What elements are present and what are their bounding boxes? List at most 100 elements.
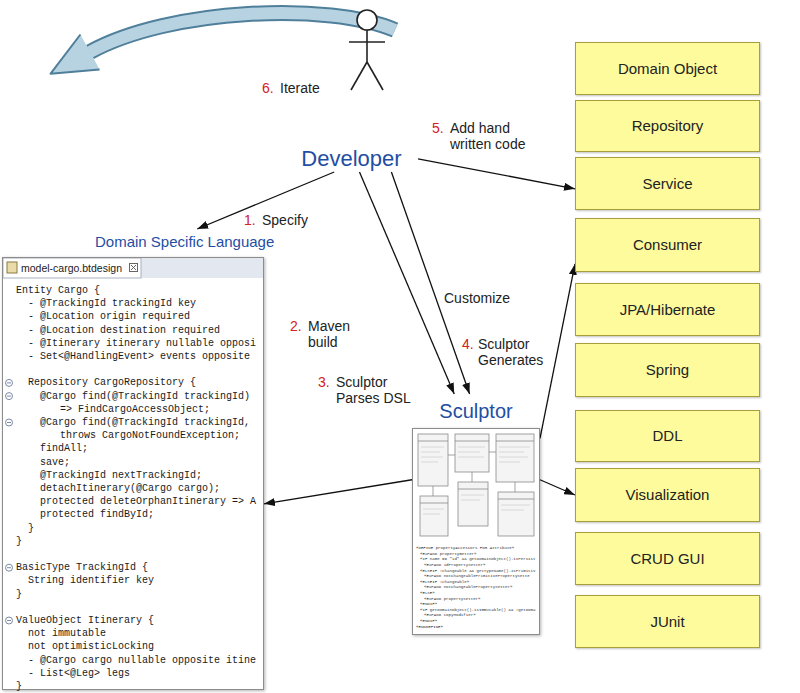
box-label: CRUD GUI	[630, 550, 704, 568]
code-line: @Cargo find(@TrackingId trackingId,	[40, 416, 250, 429]
iterate-arrowhead	[51, 35, 100, 74]
actor-name: Developer	[285, 146, 418, 172]
component-box: JPA/Hibernate	[575, 283, 760, 336]
code-line: - @Itinerary itinerary nullable opposi	[28, 337, 256, 350]
component-box: Spring	[575, 343, 760, 397]
connector-arrow	[391, 172, 469, 394]
template-code: «DEFINE propertyAccessors FOR Attribute»…	[416, 545, 538, 633]
box-label: Visualization	[626, 486, 710, 504]
code-line: - @Cargo cargo nullable opposite itine	[28, 654, 256, 667]
code-line: => FindCargoAccessObject;	[60, 403, 210, 416]
component-box: Repository	[575, 100, 760, 152]
code-line: detachItinerary(@Cargo cargo);	[40, 482, 220, 495]
box-label: JUnit	[650, 613, 684, 631]
code-line: }	[28, 522, 34, 535]
code-line: Entity Cargo {	[16, 284, 100, 297]
code-line: @Cargo find(@TrackingId trackingId)	[40, 390, 250, 403]
code-line: }	[16, 680, 22, 693]
code-line: «EXPAND propertySetter»	[424, 595, 481, 601]
callout-number: 2.	[290, 318, 302, 334]
box-label: Service	[642, 175, 692, 193]
component-box: Service	[575, 157, 760, 210]
box-label: Domain Object	[618, 60, 717, 78]
edge-label: Specify	[262, 212, 324, 228]
fold-marker	[6, 379, 13, 624]
panel-heading: Sculptor	[413, 399, 539, 423]
code-line: «EXPAND copyModifier»	[424, 612, 476, 618]
code-line: - @Location destination required	[28, 324, 220, 337]
code-line: «ELSEIF !changeable»	[420, 579, 469, 585]
code-line: protected deleteOrphanItinerary => A	[40, 495, 256, 508]
code-line: «ELSE»	[420, 590, 435, 596]
editor-tabbar	[2, 257, 264, 278]
code-line: - Set<@HandlingEvent> events opposite	[28, 350, 250, 363]
code-line: }	[16, 535, 22, 548]
box-label: Consumer	[633, 236, 702, 254]
code-line: }	[16, 588, 22, 601]
box-label: DDL	[652, 427, 682, 445]
code-line: throws CargoNotFoundException;	[60, 429, 240, 442]
code-line: save;	[40, 456, 70, 469]
code-line: BasicType TrackingId {	[16, 561, 148, 574]
code-line: «ELSEIF !changeable && getTypeName().isP…	[420, 567, 535, 573]
code-line: not optimisticLocking	[28, 640, 154, 653]
editor-ground	[2, 257, 264, 690]
connector-arrow	[264, 480, 412, 504]
code-line: Repository CargoRepository {	[28, 376, 196, 389]
actor-figure	[349, 10, 385, 90]
callout-number: 5.	[432, 120, 444, 136]
code-line: «EXPAND propertyGetter»	[420, 551, 477, 557]
edge-label: Add hand written code	[450, 120, 554, 152]
panel-heading: Domain Specific Language	[95, 233, 274, 251]
iterate-arrow	[90, 13, 395, 52]
component-box: CRUD GUI	[575, 532, 760, 585]
code-line: ValueObject Itinerary {	[16, 614, 154, 627]
code-line: protected findById;	[40, 508, 154, 521]
code-line: - List<@Leg> legs	[28, 667, 130, 680]
code-line: «EXPAND idPropertySetter»	[424, 562, 485, 568]
component-box: JUnit	[575, 595, 760, 648]
code-line: findAll;	[40, 442, 88, 455]
component-box: Consumer	[575, 218, 760, 272]
code-line: «DEFINE propertyAccessors FOR Attribute»	[416, 545, 514, 551]
box-label: Repository	[632, 117, 704, 135]
tab-title: model-cargo.btdesign	[21, 261, 122, 275]
code-line: «ENDIF»	[420, 601, 437, 607]
close-icon	[130, 264, 138, 272]
box-label: JPA/Hibernate	[620, 301, 716, 319]
component-box: DDL	[575, 410, 760, 462]
code-line: - @Location origin required	[28, 310, 190, 323]
code-line: «IF name == "id" && getDomainObject().is…	[420, 556, 535, 562]
tool-ground	[412, 428, 540, 635]
connector-arrow	[540, 480, 575, 495]
tool-panel: «DEFINE propertyAccessors FOR Attribute»…	[412, 428, 540, 635]
editor-panel: Domain Specific Languagemodel-cargo.btde…	[2, 257, 264, 690]
edge-label: Sculptor Generates	[478, 336, 550, 368]
iterate-arrow	[90, 13, 395, 52]
connector-arrow	[418, 159, 575, 189]
iterate-arrowhead	[51, 35, 100, 74]
callout-number: 1.	[244, 212, 256, 228]
code-line: not immutable	[28, 627, 106, 640]
editor-tab	[3, 258, 141, 278]
uml-thumbnail	[418, 434, 534, 536]
code-line: «EXPAND notChangeablePrimitivePropertySe…	[424, 573, 530, 579]
connector-arrow	[197, 172, 334, 229]
component-box: Visualization	[575, 468, 760, 522]
file-icon	[7, 262, 17, 273]
callout-number: 4.	[462, 336, 474, 352]
note-label: Iterate	[280, 80, 320, 96]
code-line: «ENDIF»	[420, 618, 437, 624]
code-line: «ENDDEFINE»	[416, 623, 443, 629]
callout-number: 3.	[318, 374, 330, 390]
component-box: Domain Object	[575, 42, 760, 95]
callout-number: 6.	[262, 80, 274, 96]
edge-label: Customize	[444, 290, 524, 306]
code-line: String identifier key	[28, 574, 154, 587]
code-line: «IF getDomainObject().isImmutable() && !…	[420, 607, 535, 613]
connector-arrow	[359, 172, 454, 394]
box-label: Spring	[646, 361, 689, 379]
edge-label: Maven build	[308, 318, 360, 350]
edge-label: Sculptor Parses DSL	[336, 374, 418, 406]
